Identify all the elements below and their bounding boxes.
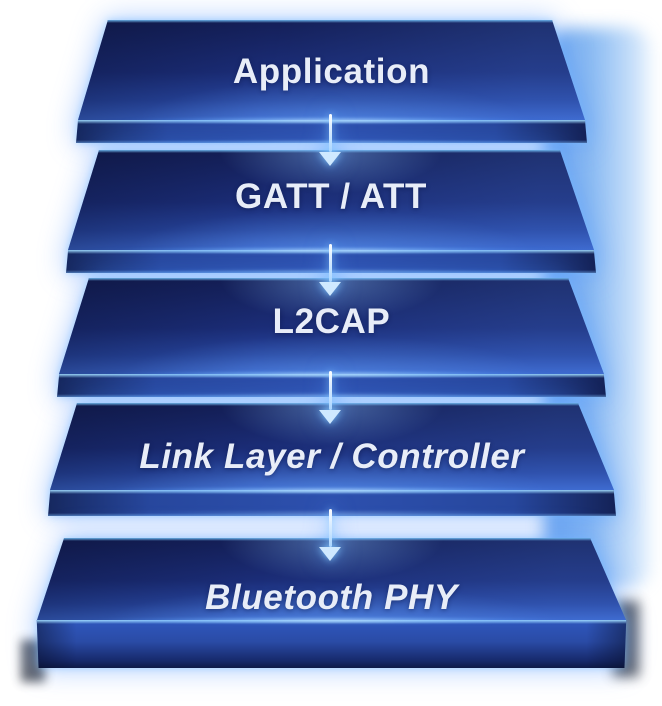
- arrow-stem: [328, 114, 332, 152]
- slab-front-face: [76, 120, 587, 143]
- layer-label: Application: [232, 52, 431, 91]
- arrow-head: [319, 547, 341, 561]
- arrow-stem: [328, 509, 332, 547]
- layer-label: Bluetooth PHY: [205, 578, 458, 617]
- layer-label: GATT / ATT: [235, 177, 427, 216]
- arrow-down-icon: [315, 509, 345, 561]
- arrow-down-icon: [315, 114, 345, 166]
- arrow-down-icon: [315, 244, 345, 296]
- slab-front-face: [36, 620, 627, 668]
- arrow-stem: [328, 244, 332, 282]
- slab-top-face: GATT / ATT: [68, 150, 594, 250]
- layer-label: L2CAP: [272, 302, 391, 341]
- layer-label: Link Layer / Controller: [139, 436, 525, 476]
- slab-top-face: Application: [78, 20, 585, 120]
- slab-front-face: [57, 374, 606, 397]
- arrow-head: [319, 410, 341, 424]
- arrow-head: [319, 282, 341, 296]
- arrow-down-icon: [315, 371, 345, 424]
- arrow-head: [319, 152, 341, 166]
- arrow-stem: [328, 371, 332, 410]
